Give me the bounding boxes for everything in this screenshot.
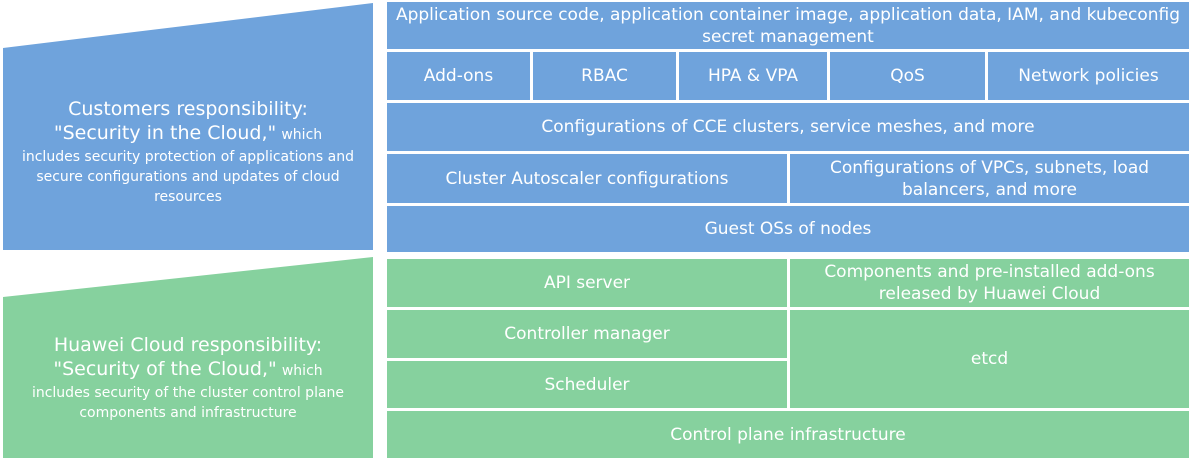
- rbac-layer: RBAC: [533, 52, 676, 100]
- huawei-which: which: [281, 363, 323, 379]
- huawei-responsibility-text: Huawei Cloud responsibility: "Security o…: [6, 328, 370, 428]
- cce-config-layer: Configurations of CCE clusters, service …: [387, 103, 1189, 151]
- addons-layer: Add-ons: [387, 52, 530, 100]
- network-policies-layer: Network policies: [988, 52, 1189, 100]
- customer-quote: "Security in the Cloud,": [53, 122, 277, 144]
- huawei-quote: "Security of the Cloud,": [53, 358, 277, 380]
- customer-which: which: [281, 127, 323, 143]
- components-layer: Components and pre-installed add-ons rel…: [790, 259, 1189, 307]
- customer-description: includes security protection of applicat…: [21, 149, 355, 205]
- customer-responsibility-text: Customers responsibility: "Security in t…: [6, 90, 370, 214]
- customer-quote-line: "Security in the Cloud," which: [54, 121, 322, 147]
- app-management-layer: Application source code, application con…: [387, 2, 1189, 49]
- autoscaler-layer: Cluster Autoscaler configurations: [387, 154, 787, 203]
- qos-layer: QoS: [830, 52, 985, 100]
- hpa-vpa-layer: HPA & VPA: [679, 52, 827, 100]
- customer-responsibility-shape: [3, 3, 373, 250]
- guest-os-layer: Guest OSs of nodes: [387, 206, 1189, 252]
- api-server-layer: API server: [387, 259, 787, 307]
- huawei-quote-line: "Security of the Cloud," which: [53, 357, 322, 383]
- controller-manager-layer: Controller manager: [387, 310, 787, 358]
- infrastructure-layer: Control plane infrastructure: [387, 411, 1189, 458]
- side-shapes: [3, 3, 373, 458]
- huawei-title: Huawei Cloud responsibility:: [53, 334, 323, 356]
- huawei-description: includes security of the cluster control…: [31, 385, 345, 421]
- scheduler-layer: Scheduler: [387, 361, 787, 408]
- vpc-config-layer: Configurations of VPCs, subnets, load ba…: [790, 154, 1189, 203]
- etcd-layer: etcd: [790, 310, 1189, 408]
- customer-title: Customers responsibility:: [68, 98, 308, 120]
- huawei-responsibility-shape: [3, 257, 373, 458]
